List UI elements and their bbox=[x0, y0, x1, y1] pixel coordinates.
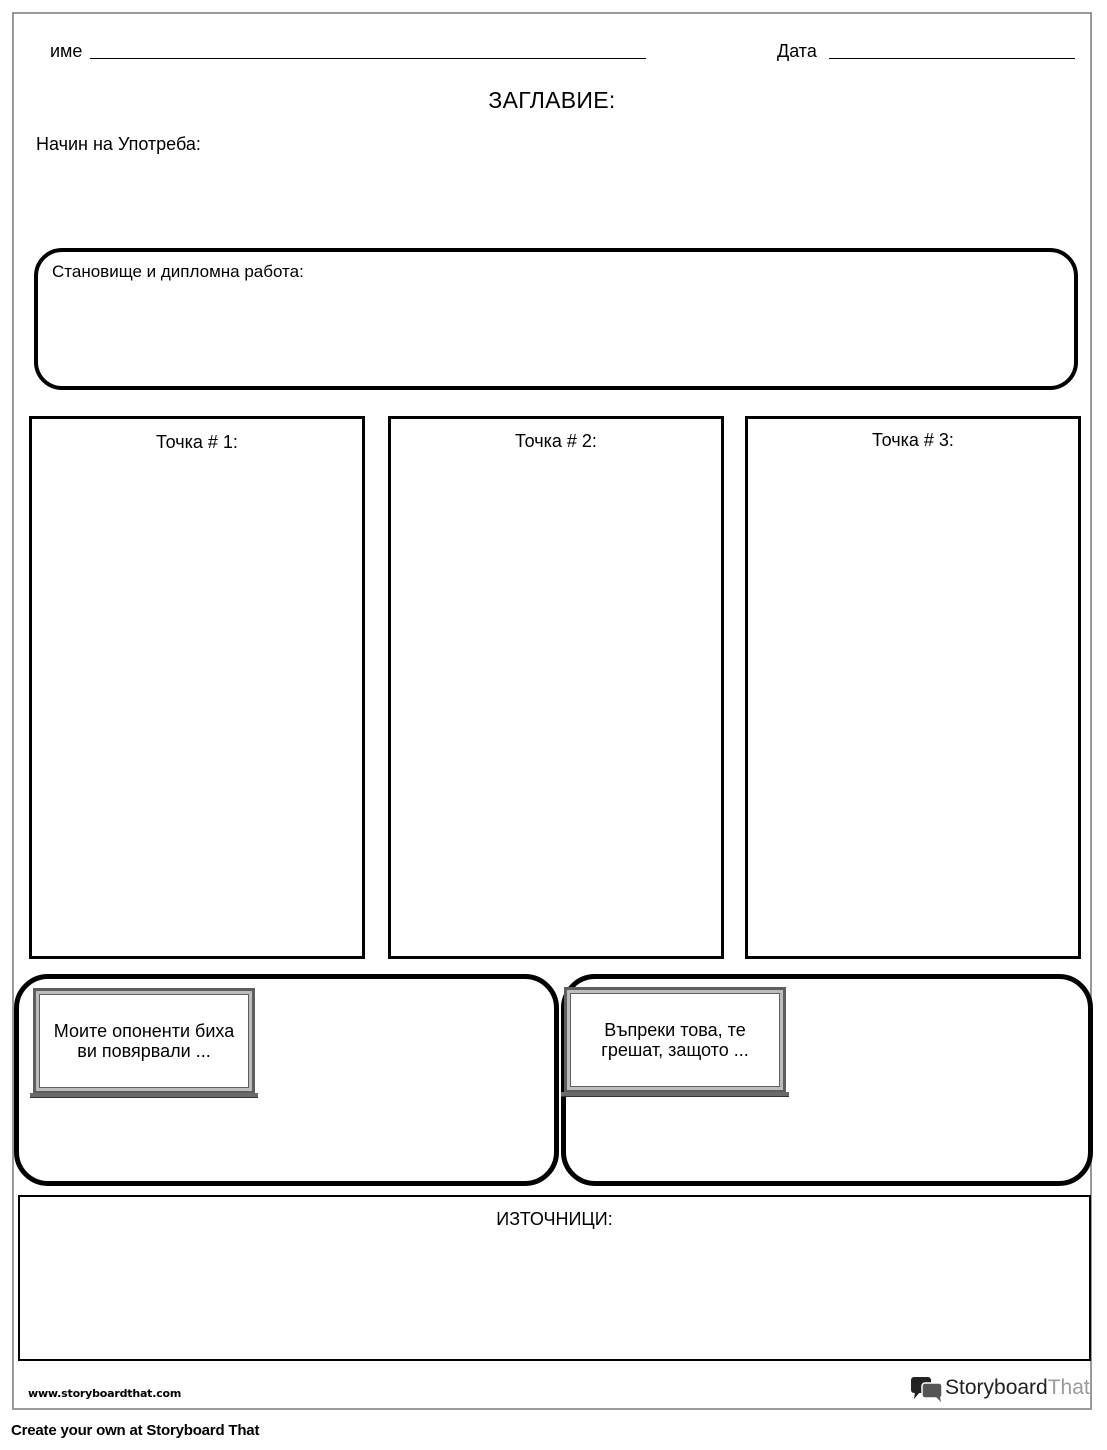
date-line bbox=[829, 58, 1075, 59]
sources-box: ИЗТОЧНИЦИ: bbox=[18, 1195, 1091, 1361]
sources-label: ИЗТОЧНИЦИ: bbox=[496, 1209, 613, 1229]
opponents-text: Моите опоненти биха ви повярвали ... bbox=[53, 1021, 235, 1061]
point-label-3: Точка # 3: bbox=[872, 430, 954, 450]
name-line bbox=[90, 58, 646, 59]
storyboardthat-logo: StoryboardThat bbox=[910, 1375, 1090, 1403]
page-title: ЗАГЛАВИЕ: bbox=[488, 87, 616, 113]
point-label-1: Точка # 1: bbox=[156, 432, 238, 452]
rebuttal-sign-ledge bbox=[561, 1092, 789, 1097]
point-label-2: Точка # 2: bbox=[515, 431, 597, 451]
point-box-3: Точка # 3: bbox=[745, 416, 1081, 959]
date-label: Дата bbox=[777, 41, 817, 61]
rebuttal-box bbox=[561, 974, 1093, 1186]
worksheet-page: име Дата ЗАГЛАВИЕ: Начин на Употреба: Ст… bbox=[12, 12, 1093, 1410]
watermark-url: www.storyboardthat.com bbox=[28, 1387, 182, 1400]
brand-name: StoryboardThat bbox=[945, 1376, 1090, 1400]
speech-bubbles-icon bbox=[911, 1377, 943, 1402]
thesis-box: Становище и дипломна работа: bbox=[34, 248, 1078, 390]
thesis-label: Становище и дипломна работа: bbox=[52, 262, 304, 281]
brand-primary: Storyboard bbox=[945, 1376, 1048, 1399]
brand-secondary: That bbox=[1047, 1376, 1090, 1399]
opponents-box bbox=[14, 974, 559, 1186]
opponents-sign-ledge bbox=[30, 1093, 258, 1098]
rebuttal-sign: Въпреки това, те грешат, защото ... bbox=[564, 987, 786, 1093]
point-box-1: Точка # 1: bbox=[29, 416, 365, 959]
rebuttal-text: Въпреки това, те грешат, защото ... bbox=[601, 1020, 749, 1060]
opponents-sign: Моите опоненти биха ви повярвали ... bbox=[33, 988, 255, 1094]
name-label: име bbox=[50, 41, 83, 61]
usage-label: Начин на Употреба: bbox=[36, 134, 201, 154]
footer-link[interactable]: Create your own at Storyboard That bbox=[11, 1422, 260, 1439]
point-box-2: Точка # 2: bbox=[388, 416, 724, 959]
